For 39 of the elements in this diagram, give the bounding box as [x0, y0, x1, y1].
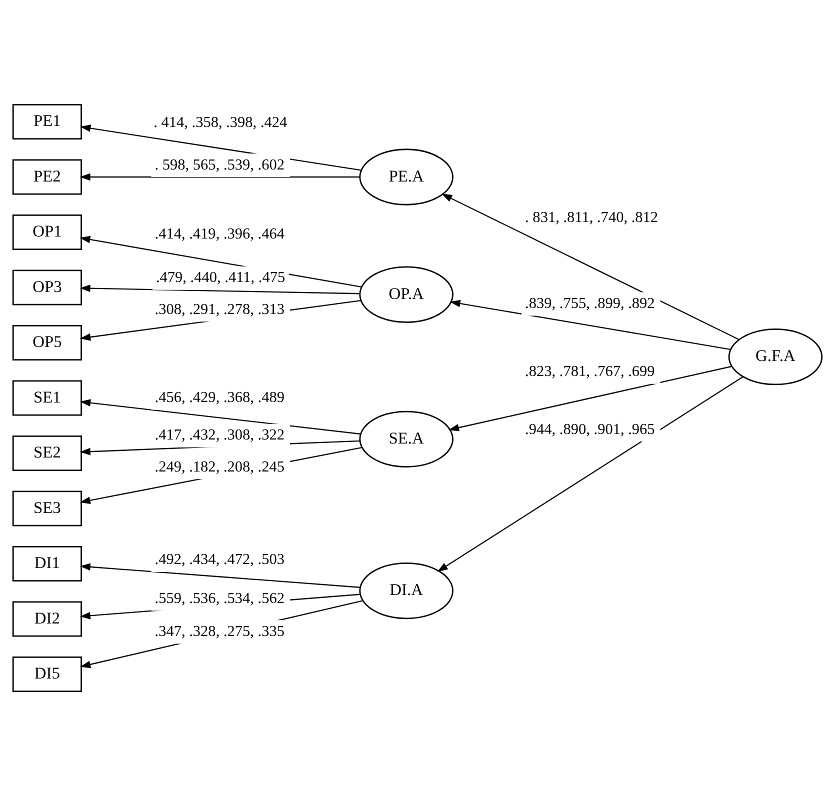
node-box: SE2 — [12, 436, 82, 471]
arrow — [80, 284, 360, 294]
node-ellipse: G.F.A — [728, 328, 823, 386]
node-box: DI2 — [12, 601, 82, 637]
edge-label: .456, .429, .368, .489 — [154, 388, 285, 406]
edge-label: .944, .890, .901, .965 — [525, 420, 655, 438]
arrow — [442, 194, 740, 340]
node-box: PE1 — [12, 104, 82, 140]
node-box: OP5 — [12, 325, 82, 360]
edge-label: .347, .328, .275, .335 — [154, 622, 285, 640]
edge-label: .308, .291, .278, .313 — [154, 300, 285, 318]
node-box: PE2 — [12, 159, 82, 195]
edge-label: .417, .432, .308, .322 — [154, 426, 285, 444]
edge-label: . 598, 565, .539, .602 — [154, 156, 285, 174]
node-box: SE1 — [12, 380, 82, 416]
edge-label: . 414, .358, .398, .424 — [154, 114, 288, 131]
node-ellipse: OP.A — [359, 266, 454, 323]
arrow — [450, 300, 730, 350]
node-box: DI1 — [12, 546, 82, 582]
arrow — [80, 600, 363, 668]
arrow — [80, 447, 362, 504]
edge-label: . 831, .811, .740, .812 — [525, 209, 658, 226]
node-box: SE3 — [12, 490, 82, 526]
edge-label: .479, .440, .411, .475 — [156, 269, 286, 286]
node-box: OP1 — [12, 214, 82, 250]
arrow — [448, 366, 732, 432]
edge-label: .823, .781, .767, .699 — [525, 363, 655, 380]
edge-label: .249, .182, .208, .245 — [154, 458, 285, 476]
node-box: OP3 — [12, 270, 82, 306]
node-box: DI5 — [12, 656, 82, 692]
edge-label: .559, .536, .534, .562 — [154, 590, 285, 608]
edge-label: .492, .434, .472, .503 — [154, 551, 285, 568]
edge-label: .414, .419, .396, .464 — [154, 226, 285, 243]
arrow — [80, 563, 360, 588]
arrow — [80, 173, 360, 181]
node-ellipse: SE.A — [359, 410, 454, 468]
arrow — [437, 376, 744, 572]
arrow — [80, 399, 361, 435]
edge-label: .839, .755, .899, .892 — [525, 294, 655, 312]
